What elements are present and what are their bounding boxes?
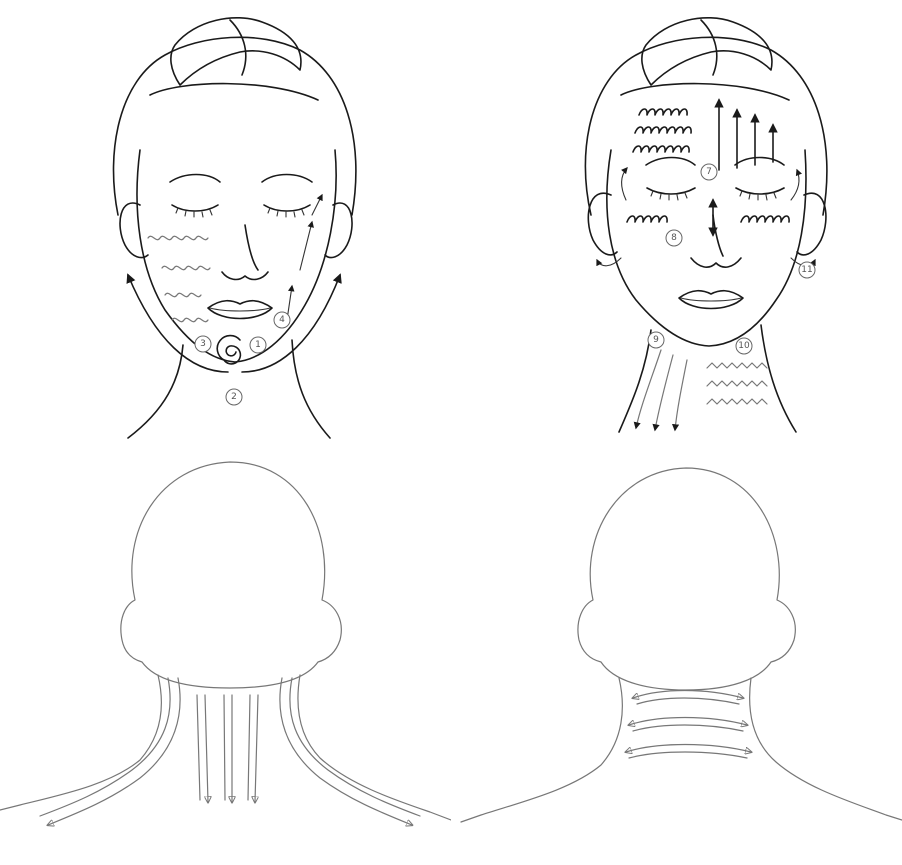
step-marker-2: 2 xyxy=(226,389,242,405)
right-ear xyxy=(325,203,352,258)
arrow-icon xyxy=(197,695,258,802)
front-face-lower-illustration: 1 2 3 4 xyxy=(0,0,451,440)
step-marker-1: 1 xyxy=(250,337,266,353)
svg-text:11: 11 xyxy=(801,265,812,275)
arrow-icon xyxy=(626,691,751,759)
back-head-outline xyxy=(578,468,795,690)
svg-text:7: 7 xyxy=(706,167,712,177)
right-ear xyxy=(797,193,826,255)
neck-right xyxy=(292,340,330,438)
neck-right-outline xyxy=(298,675,451,820)
svg-text:2: 2 xyxy=(231,392,237,402)
face-contour xyxy=(137,150,336,362)
jaw-arrow-left xyxy=(128,275,228,372)
head-outline xyxy=(113,37,355,215)
spiral-strokes-cheek xyxy=(148,236,208,239)
zigzag-icon xyxy=(707,363,767,404)
arrow-icon xyxy=(300,222,312,270)
step-marker-3: 3 xyxy=(195,336,211,352)
left-ear xyxy=(588,193,617,255)
front-face-upper-illustration: 7 8 9 10 11 xyxy=(451,0,902,440)
step-marker-9: 9 xyxy=(648,332,664,348)
neck-left xyxy=(619,330,651,432)
left-ear xyxy=(120,203,148,258)
svg-text:9: 9 xyxy=(653,335,659,345)
panel-back-neck-vertical xyxy=(0,440,451,865)
neck-left xyxy=(128,345,183,438)
neck-left-outline xyxy=(461,678,622,822)
svg-text:4: 4 xyxy=(279,315,285,325)
back-neck-vertical-illustration xyxy=(0,440,451,865)
spiral-strokes-forehead xyxy=(639,109,687,115)
svg-text:8: 8 xyxy=(671,233,677,243)
neck-right xyxy=(761,325,796,432)
step-marker-10: 10 xyxy=(736,338,752,354)
svg-text:3: 3 xyxy=(200,339,206,349)
back-neck-horizontal-illustration xyxy=(451,440,902,865)
neck-right-outline xyxy=(750,678,902,820)
step-marker-7: 7 xyxy=(701,164,717,180)
panel-front-face-upper: 7 8 9 10 11 xyxy=(451,0,902,440)
back-head-outline xyxy=(121,462,341,688)
neck-left-outline xyxy=(0,675,161,810)
step-marker-11: 11 xyxy=(799,262,815,278)
svg-text:10: 10 xyxy=(738,341,750,351)
step-marker-4: 4 xyxy=(274,312,290,328)
step-marker-8: 8 xyxy=(666,230,682,246)
svg-text:1: 1 xyxy=(255,340,261,350)
panel-back-neck-horizontal xyxy=(451,440,902,865)
panel-front-face-lower: 1 2 3 4 xyxy=(0,0,451,440)
